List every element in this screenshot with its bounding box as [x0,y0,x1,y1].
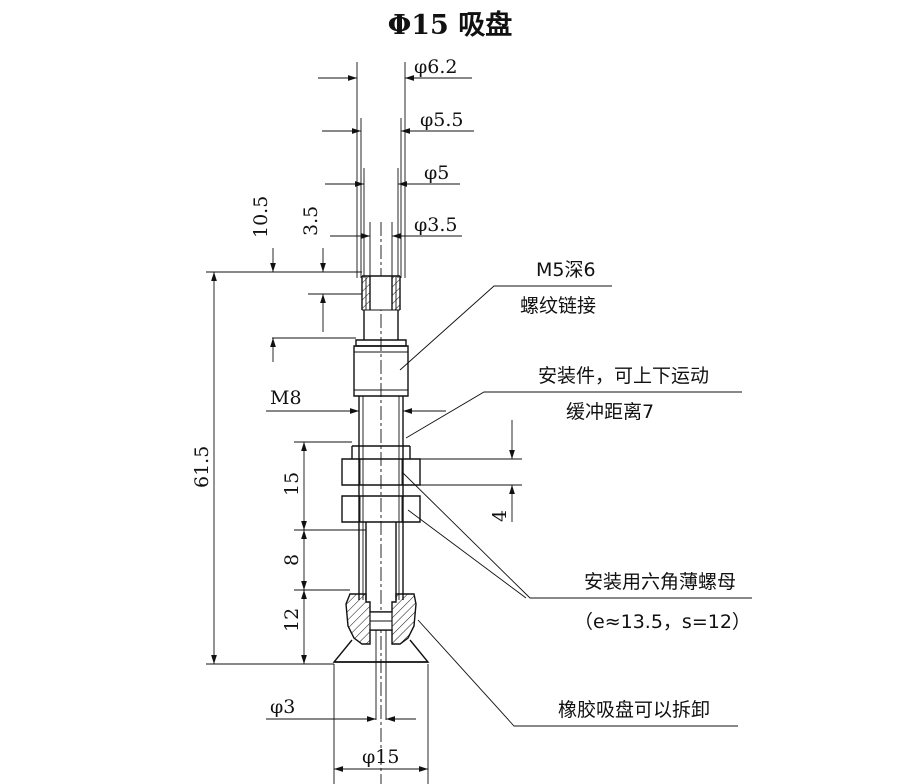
dim-phi-15: φ15 [334,664,428,784]
callout-rubber: 橡胶吸盘可以拆卸 [418,620,738,726]
dim-8-label: 8 [281,554,303,566]
dim-15: 15 [281,442,307,530]
dim-10-5-label: 10.5 [250,196,272,238]
callout-thread-line2: 螺纹链接 [520,295,596,317]
callout-rubber-line1: 橡胶吸盘可以拆卸 [558,699,710,721]
dim-12-label: 12 [281,608,303,632]
dim-phi-3-5-label: φ3.5 [414,214,458,236]
callout-thread: M5深6 螺纹链接 [400,259,612,370]
lower-stem [366,522,396,600]
dim-4-label: 4 [489,510,511,522]
callout-mount-line1: 安装件，可上下运动 [538,365,709,387]
dim-10-5: 10.5 [250,196,276,362]
hex-nut-lower [342,496,420,522]
callout-thread-line1: M5深6 [536,259,596,281]
dim-15-label: 15 [281,472,303,496]
dim-8: 8 [281,530,307,590]
callout-nut: 安装用六角薄螺母 （e≈13.5，s=12） [402,472,752,633]
rubber-cup [334,594,428,720]
dim-m8-label: M8 [270,387,302,409]
dim-4: 4 [420,420,522,522]
dim-phi-5-5-label: φ5.5 [420,109,464,131]
hex-nut-upper [342,459,420,485]
dim-phi-6-2: φ6.2 [318,56,472,81]
dim-61-5-label: 61.5 [191,446,213,488]
dim-phi-3-5: φ3.5 [330,214,462,239]
callout-mount-line2: 缓冲距离7 [566,401,654,423]
dim-3-5: 3.5 [300,206,326,332]
mounting-body [354,340,408,600]
dim-phi-3-label: φ3 [270,696,295,718]
callout-mount: 安装件，可上下运动 缓冲距离7 [406,365,742,438]
dim-61-5: 61.5 [191,272,217,664]
callout-nut-line2: （e≈13.5，s=12） [574,611,751,633]
dim-phi-6-2-label: φ6.2 [414,56,458,78]
drawing-title: Φ15 吸盘 [388,9,513,41]
callout-nut-line1: 安装用六角薄螺母 [584,571,736,593]
dim-phi-15-label: φ15 [362,746,399,768]
threaded-insert [362,276,400,340]
dim-phi-3: φ3 [266,696,416,722]
dim-12: 12 [281,590,307,664]
dim-phi-5: φ5 [325,162,460,187]
dim-m8: M8 [266,387,446,414]
dim-phi-5-label: φ5 [424,162,449,184]
dim-3-5-label: 3.5 [300,206,322,236]
dim-phi-5-5: φ5.5 [322,109,474,134]
